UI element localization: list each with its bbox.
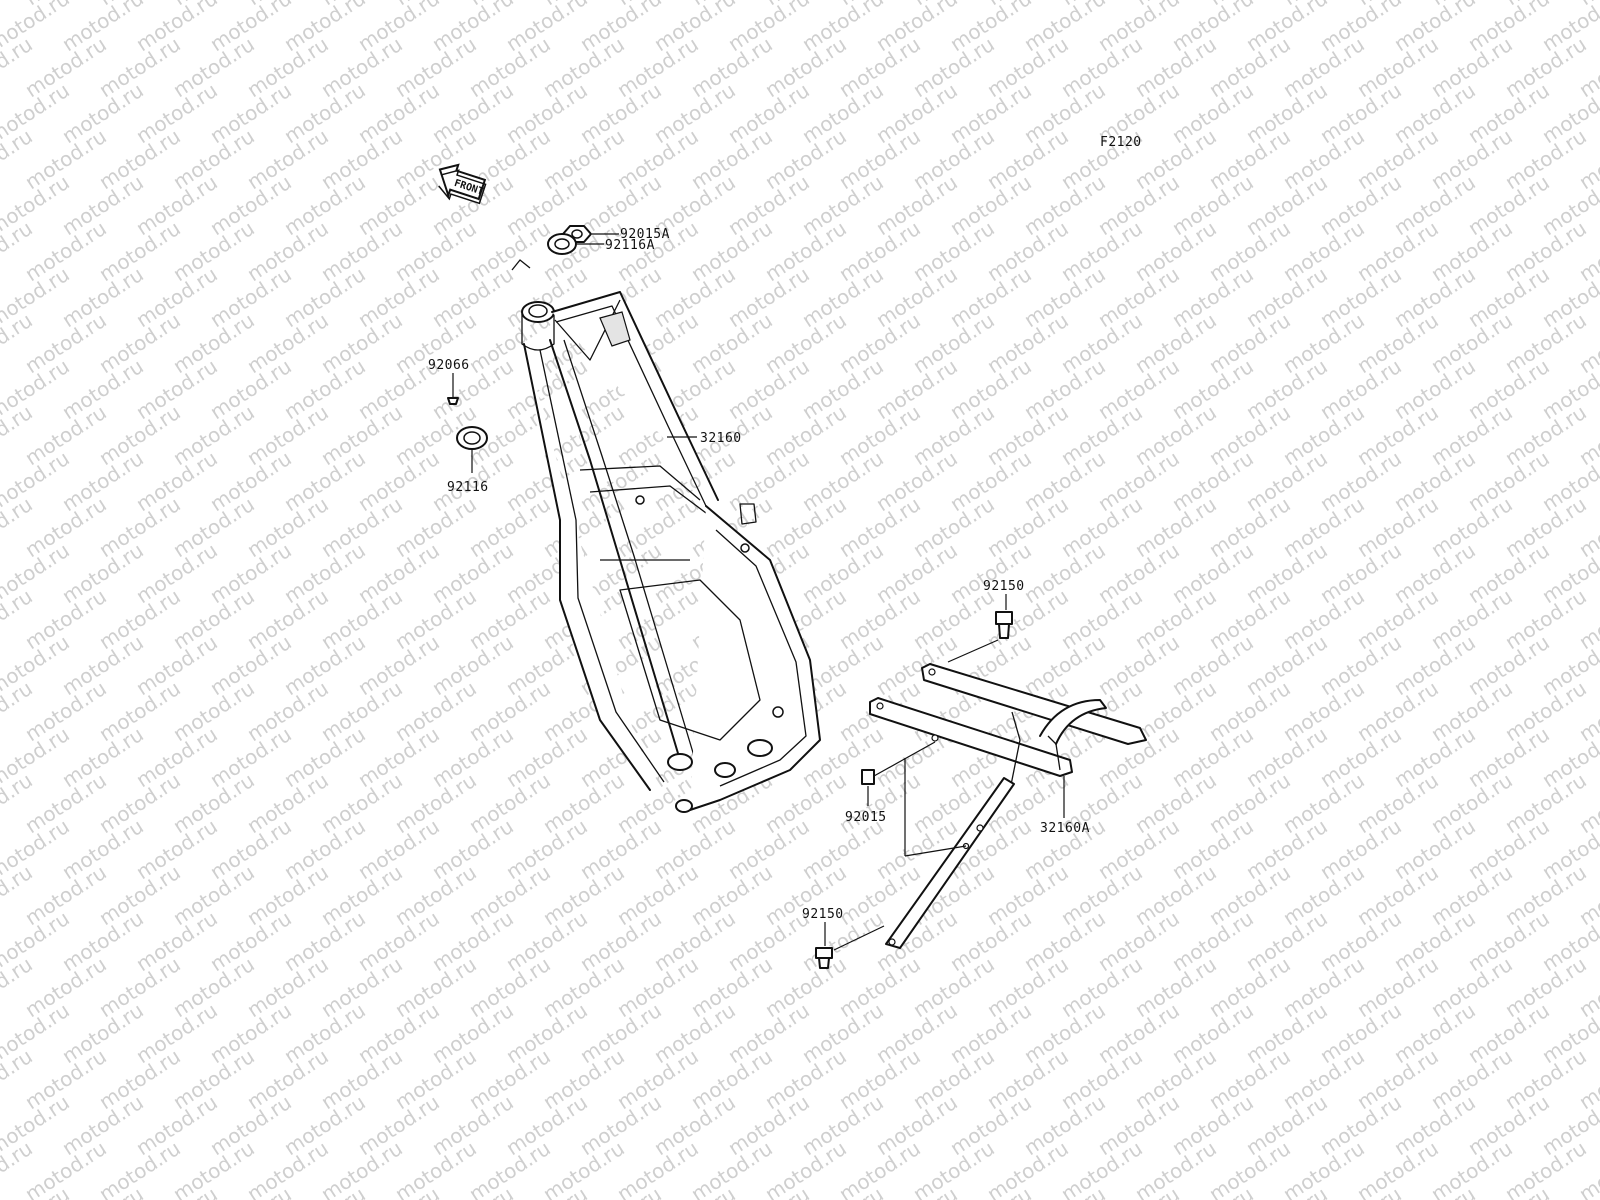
watermark-text: motod.ru (1575, 0, 1600, 10)
bolt-92150-top-icon (995, 611, 1013, 639)
nut-92015-icon (861, 769, 875, 785)
label-92015A: 92015A (620, 227, 670, 242)
subframe-32160A-icon (869, 663, 1147, 949)
seal-92116A-icon (547, 233, 577, 255)
diagram-ref-code: F2120 (1100, 135, 1142, 150)
label-32160A: 32160A (1040, 821, 1090, 836)
label-32160: 32160 (700, 431, 742, 446)
seal-92116-icon (456, 426, 488, 450)
label-92150-bottom: 92150 (802, 907, 844, 922)
bolt-92150-bottom-icon (815, 947, 833, 969)
label-92116: 92116 (447, 480, 489, 495)
label-92150-top: 92150 (983, 579, 1025, 594)
frame-32160-icon (511, 259, 821, 813)
label-92015: 92015 (845, 810, 887, 825)
plug-92066-icon (447, 397, 459, 405)
front-arrow-icon: FRONT (438, 163, 487, 205)
label-92116A: 92116A (605, 238, 655, 253)
label-92066: 92066 (428, 358, 470, 373)
